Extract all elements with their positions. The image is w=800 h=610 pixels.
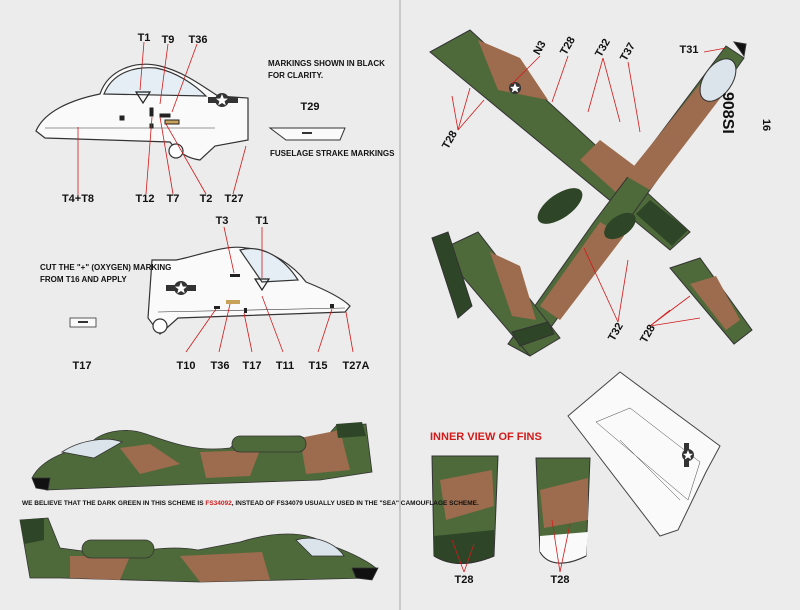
- callout-lines-top-left: [77, 41, 247, 196]
- callout-mid-t1: T1: [255, 215, 269, 227]
- colour-note-pre: WE BELIEVE THAT THE DARK GREEN IN THIS S…: [22, 500, 206, 507]
- callout-fin-left-t28: T28: [454, 574, 474, 586]
- callout-plan-t31: T31: [679, 44, 699, 56]
- callout-top-t1: T1: [137, 32, 151, 44]
- nose-profile-left: [35, 63, 249, 161]
- triangle-marking-icon: [134, 91, 152, 105]
- camo-profile-left: [31, 422, 373, 491]
- callout-mid-t11: T11: [275, 360, 295, 372]
- plan-view-aircraft: [429, 29, 753, 357]
- strake-note: FUSELAGE STRAKE MARKINGS: [270, 149, 395, 158]
- inner-fins-title: INNER VIEW OF FINS: [430, 431, 542, 443]
- markings-note-line2: FOR CLARITY.: [268, 71, 324, 80]
- callout-fin-right-t28: T28: [550, 574, 570, 586]
- oxygen-marking: [78, 321, 88, 323]
- callout-strake-t29: T29: [300, 101, 320, 113]
- callout-lines-fins: [451, 519, 571, 573]
- markings-note: MARKINGS SHOWN IN BLACK FOR CLARITY.: [268, 58, 385, 82]
- callout-top-t12: T12: [135, 193, 155, 205]
- callout-mid-t15: T15: [308, 360, 328, 372]
- callout-top-t4t8: T4+T8: [61, 193, 95, 205]
- small-markings-right: [214, 274, 334, 313]
- callout-lines-middle: [185, 226, 354, 353]
- callout-oxygen-t17: T17: [72, 360, 92, 372]
- fin-inner-right: [535, 457, 591, 564]
- callout-mid-t27a: T27A: [342, 360, 370, 372]
- callout-top-t27: T27: [224, 193, 244, 205]
- oxygen-note: CUT THE "+" (OXYGEN) MARKING FROM T16 AN…: [40, 262, 171, 286]
- callout-mid-t3: T3: [215, 215, 229, 227]
- callout-mid-t17: T17: [242, 360, 262, 372]
- camo-profile-right: [19, 517, 379, 583]
- fin-inner-left: [431, 455, 499, 564]
- wing-underside-outline: [567, 371, 721, 537]
- callout-top-t9: T9: [161, 34, 175, 46]
- callout-mid-t10: T10: [176, 360, 196, 372]
- triangle-marking-icon: [253, 278, 271, 292]
- callout-top-t36: T36: [188, 34, 208, 46]
- callout-plan-16: 16: [760, 118, 772, 132]
- callout-lines-plan-view: [451, 47, 727, 327]
- colour-note-fs: FS34092: [205, 500, 232, 507]
- star-insignia-icon: [166, 281, 196, 295]
- callout-top-t7: T7: [166, 193, 180, 205]
- oxygen-note-line2: FROM T16 AND APPLY: [40, 275, 127, 284]
- callout-mid-t36: T36: [210, 360, 230, 372]
- strake-marking: [302, 132, 312, 134]
- colour-note-post: , INSTEAD OF FS34079 USUALLY USED IN THE…: [231, 500, 479, 507]
- markings-note-line1: MARKINGS SHOWN IN BLACK: [268, 59, 385, 68]
- star-insignia-icon: [208, 93, 238, 107]
- star-insignia-icon: [509, 82, 521, 94]
- oxygen-note-line1: CUT THE "+" (OXYGEN) MARKING: [40, 263, 172, 272]
- serial-number: 908SI: [719, 92, 736, 134]
- colour-note: WE BELIEVE THAT THE DARK GREEN IN THIS S…: [22, 498, 479, 510]
- star-insignia-icon: [682, 443, 694, 467]
- callout-top-t2: T2: [199, 193, 213, 205]
- nose-profile-right: [147, 246, 351, 335]
